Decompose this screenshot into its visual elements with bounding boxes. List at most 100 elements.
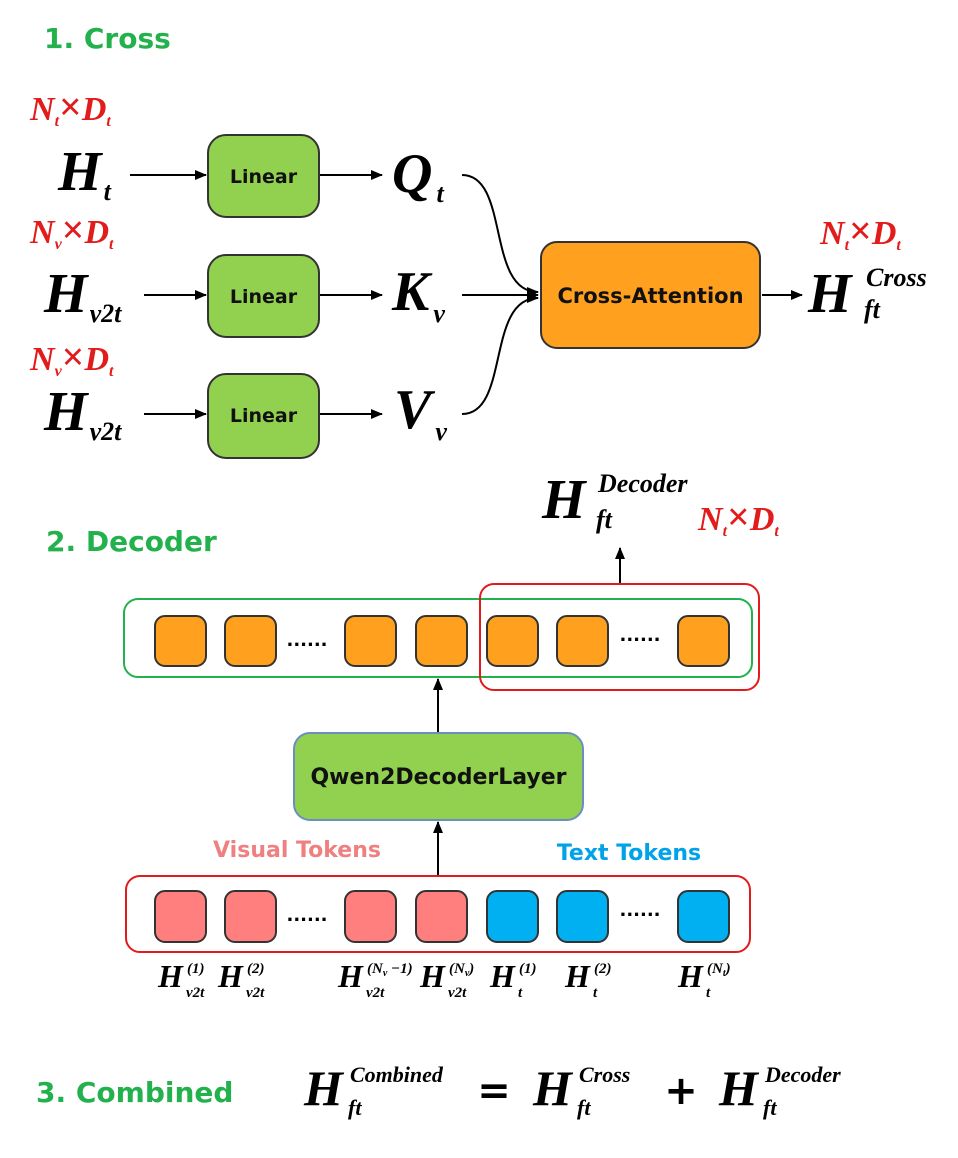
visual-tokens-caption: Visual Tokens — [213, 838, 381, 863]
combined-term-decoder: H Decoder ft — [718, 1060, 841, 1120]
svg-text:Nt×Dt: Nt×Dt — [29, 84, 111, 130]
svg-text:ft: ft — [763, 1095, 777, 1120]
linear-box-k: Linear — [207, 254, 320, 338]
token-label-5: H (1) t — [489, 958, 537, 1001]
svg-text:v2t: v2t — [246, 985, 265, 1001]
input-ellipsis-2: ...... — [619, 900, 660, 921]
visual-token — [154, 890, 207, 943]
output-token — [344, 615, 397, 667]
svg-text:H: H — [337, 958, 364, 994]
curve-q-attention — [461, 174, 539, 297]
svg-text:(2): (2) — [594, 961, 612, 977]
svg-text:(2): (2) — [247, 961, 265, 977]
input-token-row — [125, 875, 751, 953]
visual-token — [415, 890, 468, 943]
svg-text:t: t — [706, 985, 711, 1001]
svg-text:Combined: Combined — [350, 1062, 444, 1087]
output-tokens: ...... ...... — [154, 615, 730, 667]
output-token — [486, 615, 539, 667]
linear-box-v: Linear — [207, 373, 320, 459]
svg-text:H: H — [489, 958, 516, 994]
svg-text:Cross: Cross — [866, 263, 927, 292]
output-token — [415, 615, 468, 667]
input-h-v2t-1: Hv2t — [43, 263, 122, 328]
section-decoder-title: 2. Decoder — [46, 525, 217, 558]
input-dim-3: Nv×Dt — [29, 334, 114, 380]
cross-attention-label: Cross-Attention — [557, 284, 743, 308]
output-ellipsis-1: ...... — [286, 630, 327, 651]
svg-text:Cross: Cross — [579, 1062, 630, 1087]
svg-text:ft: ft — [348, 1095, 362, 1120]
equals-sign: = — [477, 1068, 511, 1114]
decoder-output-symbol: H Decoder ft — [541, 469, 688, 534]
svg-text:t: t — [593, 985, 598, 1001]
output-token — [677, 615, 730, 667]
token-label-6: H (2) t — [564, 958, 612, 1001]
svg-text:t: t — [518, 985, 523, 1001]
svg-text:Nv×Dt: Nv×Dt — [29, 207, 114, 253]
input-h-t: Ht — [57, 141, 112, 206]
svg-text:H: H — [217, 958, 244, 994]
text-token — [486, 890, 539, 943]
svg-text:(1): (1) — [519, 961, 537, 977]
input-ellipsis-1: ...... — [286, 905, 327, 926]
svg-text:H: H — [532, 1060, 574, 1116]
svg-text:H: H — [807, 263, 853, 325]
decoder-layer-label: Qwen2DecoderLayer — [310, 765, 566, 790]
output-token — [556, 615, 609, 667]
token-label-2: H (2) v2t — [217, 958, 265, 1001]
output-ellipsis-2: ...... — [619, 625, 660, 646]
svg-text:Decoder: Decoder — [597, 469, 688, 498]
linear-label-v: Linear — [230, 405, 298, 427]
linear-label-q: Linear — [230, 166, 298, 188]
svg-text:(Nv −1): (Nv −1) — [367, 961, 413, 979]
svg-text:(Nv): (Nv) — [449, 961, 474, 979]
cross-output-dim: Nt×Dt — [819, 208, 901, 254]
svg-text:H: H — [677, 958, 704, 994]
text-token — [677, 890, 730, 943]
output-token-row — [123, 598, 753, 678]
curve-v-attention — [461, 293, 539, 415]
svg-text:v2t: v2t — [448, 985, 467, 1001]
combined-term-cross: H Cross ft — [532, 1060, 630, 1120]
decoder-layer-box: Qwen2DecoderLayer — [293, 732, 584, 821]
cross-attention-box: Cross-Attention — [540, 241, 761, 349]
svg-text:H: H — [303, 1060, 345, 1116]
svg-text:v2t: v2t — [366, 985, 385, 1001]
visual-token — [344, 890, 397, 943]
plus-sign: + — [664, 1068, 698, 1114]
token-label-4: H (Nv) v2t — [419, 958, 474, 1001]
svg-text:H: H — [157, 958, 184, 994]
linear-box-q: Linear — [207, 134, 320, 218]
token-label-1: H (1) v2t — [157, 958, 205, 1001]
svg-text:ft: ft — [596, 505, 613, 534]
svg-text:Decoder: Decoder — [764, 1062, 841, 1087]
input-dim-1: Nt×Dt — [29, 84, 111, 130]
text-tokens-caption: Text Tokens — [557, 841, 701, 866]
input-h-v2t-2: Hv2t — [43, 381, 122, 446]
input-tokens: ...... ...... — [154, 890, 730, 943]
decoder-output-dim: Nt×Dt — [697, 494, 779, 540]
output-token — [154, 615, 207, 667]
section-cross-title: 1. Cross — [44, 22, 171, 55]
svg-text:H: H — [564, 958, 591, 994]
svg-text:H: H — [718, 1060, 760, 1116]
svg-text:Nv×Dt: Nv×Dt — [29, 334, 114, 380]
svg-text:ft: ft — [864, 295, 881, 324]
text-output-highlight — [479, 583, 760, 691]
visual-token — [224, 890, 277, 943]
input-dim-2: Nv×Dt — [29, 207, 114, 253]
combined-lhs: H Combined ft — [303, 1060, 444, 1120]
section-combined-title: 3. Combined — [36, 1076, 233, 1109]
svg-text:(Nt): (Nt) — [707, 961, 731, 979]
linear-label-k: Linear — [230, 286, 298, 308]
text-token — [556, 890, 609, 943]
svg-text:H: H — [419, 958, 446, 994]
svg-text:(1): (1) — [187, 961, 205, 977]
svg-text:v2t: v2t — [186, 985, 205, 1001]
cross-output-symbol: H Cross ft — [807, 263, 927, 325]
